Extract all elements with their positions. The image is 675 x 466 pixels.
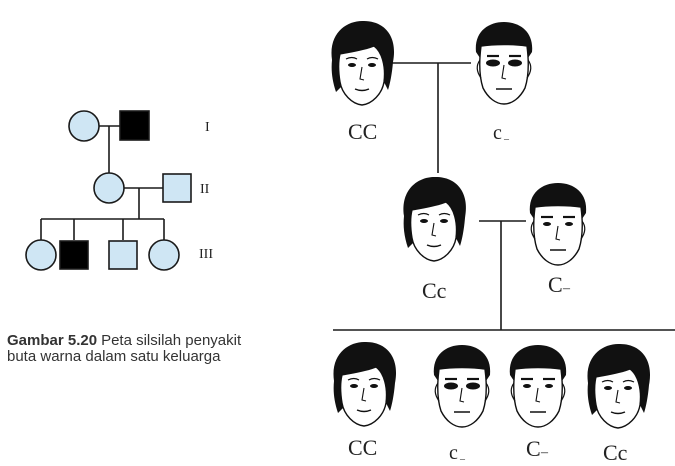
gen3-male-affected — [59, 240, 89, 270]
gen3-female-unaffected-2 — [148, 239, 180, 271]
child2-y-marker: – — [459, 454, 466, 465]
father-face — [528, 181, 588, 267]
grandmother-face — [330, 20, 395, 106]
mother-genotype: Cc — [422, 278, 447, 303]
child4-genotype: Cc — [603, 440, 628, 465]
grandfather-face — [476, 22, 532, 104]
grandmother-genotype: CC — [348, 119, 377, 144]
child2-face — [434, 345, 490, 427]
father-genotype: C — [548, 272, 563, 297]
child4-face — [586, 343, 651, 429]
pedigree-chart — [25, 110, 192, 271]
gen-label-3: III — [199, 247, 213, 262]
generation-labels: I II III — [199, 120, 213, 262]
grandfather-genotype: c — [493, 122, 502, 144]
child3-face — [508, 343, 568, 429]
father-y-marker: – — [562, 281, 571, 296]
mother-face — [402, 176, 467, 262]
gen1-male-affected — [119, 110, 150, 141]
gen3-female-unaffected-1 — [25, 239, 57, 271]
gen3-male-unaffected — [108, 240, 138, 270]
gen-label-1: I — [205, 120, 210, 135]
grandfather-y-marker: – — [503, 134, 510, 145]
gen1-female-unaffected — [68, 110, 100, 142]
gen2-male-unaffected — [162, 173, 192, 203]
child1-face — [332, 341, 397, 427]
caption-label: Gambar 5.20 — [7, 332, 98, 349]
child3-genotype: C — [526, 436, 541, 461]
caption-text: Peta silsilah penyakit buta warna dalam … — [7, 332, 242, 365]
child2-genotype: c — [449, 442, 458, 464]
child1-genotype: CC — [348, 435, 377, 460]
gen2-female-unaffected — [93, 172, 125, 204]
genotype-labels: CC c – Cc C – CC c – C – Cc — [348, 119, 628, 465]
child3-y-marker: – — [540, 445, 549, 460]
family-tree-lines — [333, 62, 675, 331]
gen-label-2: II — [200, 182, 210, 197]
